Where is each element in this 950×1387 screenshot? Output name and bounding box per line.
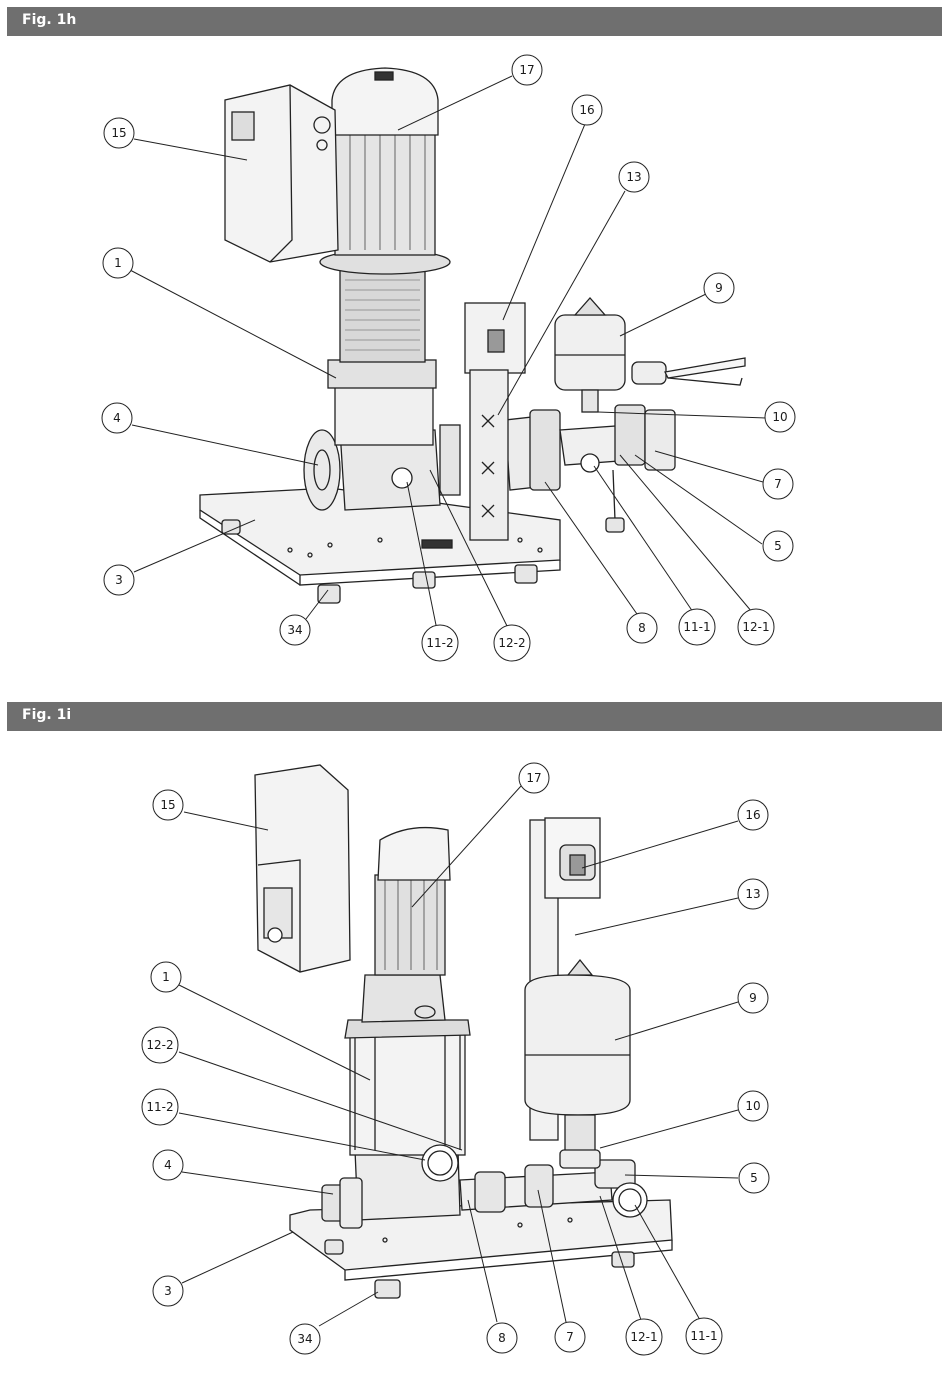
svg-text:8: 8 — [638, 621, 646, 635]
callout-1h-5: 5 — [763, 531, 793, 561]
svg-text:12-1: 12-1 — [742, 620, 769, 634]
svg-text:12-1: 12-1 — [630, 1330, 657, 1344]
callout-1i-8: 8 — [487, 1323, 517, 1353]
svg-text:7: 7 — [774, 477, 782, 491]
callout-1h-11-1: 11-1 — [679, 609, 715, 645]
svg-text:7: 7 — [566, 1330, 574, 1344]
svg-text:13: 13 — [745, 887, 760, 901]
svg-text:11-1: 11-1 — [690, 1329, 717, 1343]
callout-1i-7: 7 — [555, 1322, 585, 1352]
svg-text:1: 1 — [114, 256, 122, 270]
callout-1i-34: 34 — [290, 1324, 320, 1354]
callout-1h-17: 17 — [512, 55, 542, 85]
svg-text:13: 13 — [626, 170, 641, 184]
svg-text:16: 16 — [745, 808, 760, 822]
callout-1i-5: 5 — [739, 1163, 769, 1193]
svg-text:12-2: 12-2 — [146, 1038, 173, 1052]
svg-text:5: 5 — [774, 539, 782, 553]
callout-1i-15: 15 — [153, 790, 183, 820]
callout-1h-11-2: 11-2 — [422, 625, 458, 661]
callout-1i-11-2: 11-2 — [142, 1089, 178, 1125]
svg-text:10: 10 — [745, 1099, 760, 1113]
svg-text:9: 9 — [715, 281, 723, 295]
svg-text:11-1: 11-1 — [683, 620, 710, 634]
svg-text:3: 3 — [115, 573, 123, 587]
svg-text:16: 16 — [579, 103, 594, 117]
callout-1i-11-1: 11-1 — [686, 1318, 722, 1354]
callout-1h-16: 16 — [572, 95, 602, 125]
callout-1i-17: 17 — [519, 763, 549, 793]
svg-text:34: 34 — [287, 623, 302, 637]
callout-1i-13: 13 — [738, 879, 768, 909]
figure-header-1i: Fig. 1i — [7, 702, 942, 731]
svg-text:1: 1 — [162, 970, 170, 984]
pump-diagram-1h: 17 16 15 13 1 9 10 4 7 5 3 34 11-2 12-2 … — [0, 0, 950, 690]
callout-1h-4: 4 — [102, 403, 132, 433]
callout-1i-9: 9 — [738, 983, 768, 1013]
svg-text:9: 9 — [749, 991, 757, 1005]
callout-1h-15: 15 — [104, 118, 134, 148]
callout-1h-1: 1 — [103, 248, 133, 278]
callout-1h-34: 34 — [280, 615, 310, 645]
callout-1i-16: 16 — [738, 800, 768, 830]
callout-1i-10: 10 — [738, 1091, 768, 1121]
callout-1h-12-2: 12-2 — [494, 625, 530, 661]
svg-text:4: 4 — [113, 411, 121, 425]
svg-text:3: 3 — [164, 1284, 172, 1298]
svg-text:11-2: 11-2 — [146, 1100, 173, 1114]
svg-text:12-2: 12-2 — [498, 636, 525, 650]
callout-1h-9: 9 — [704, 273, 734, 303]
callouts-1h: 17 16 15 13 1 9 10 4 7 5 3 34 11-2 12-2 … — [102, 55, 795, 661]
svg-text:8: 8 — [498, 1331, 506, 1345]
svg-text:15: 15 — [111, 126, 126, 140]
callout-1h-13: 13 — [619, 162, 649, 192]
callout-1h-3: 3 — [104, 565, 134, 595]
svg-text:34: 34 — [297, 1332, 312, 1346]
svg-text:4: 4 — [164, 1158, 172, 1172]
callout-1i-4: 4 — [153, 1150, 183, 1180]
pump-diagram-1i: 17 15 16 13 1 9 12-2 11-2 10 4 5 3 34 8 … — [0, 737, 950, 1387]
callout-1h-7: 7 — [763, 469, 793, 499]
callout-1i-1: 1 — [151, 962, 181, 992]
svg-text:17: 17 — [519, 63, 534, 77]
svg-text:15: 15 — [160, 798, 175, 812]
callout-1i-3: 3 — [153, 1276, 183, 1306]
svg-text:17: 17 — [526, 771, 541, 785]
figure-title-1i: Fig. 1i — [22, 707, 71, 723]
svg-text:10: 10 — [772, 410, 787, 424]
svg-text:5: 5 — [750, 1171, 758, 1185]
callout-1i-12-1: 12-1 — [626, 1319, 662, 1355]
callout-1h-8: 8 — [627, 613, 657, 643]
callout-1h-12-1: 12-1 — [738, 609, 774, 645]
callout-1h-10: 10 — [765, 402, 795, 432]
callout-1i-12-2: 12-2 — [142, 1027, 178, 1063]
svg-text:11-2: 11-2 — [426, 636, 453, 650]
